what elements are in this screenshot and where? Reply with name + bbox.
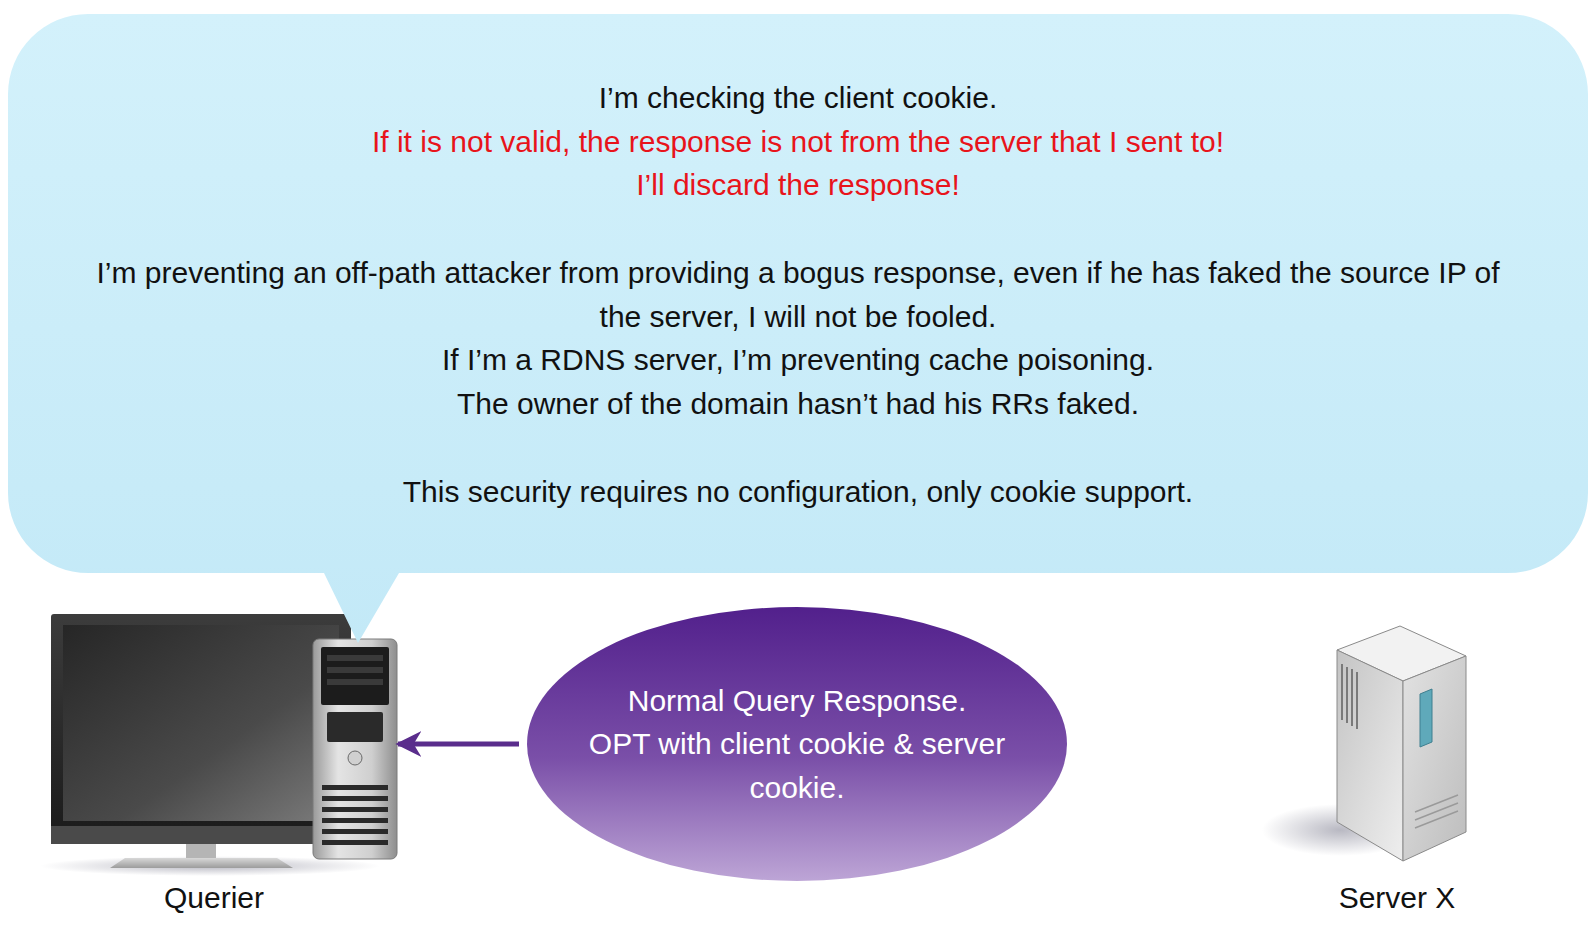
- bubble-text: I’m checking the client cookie.: [48, 76, 1548, 120]
- vent: [322, 796, 388, 801]
- server-vents: [1342, 664, 1357, 729]
- bubble-text: This security requires no configuration,…: [48, 470, 1548, 514]
- vent: [322, 807, 388, 812]
- vent: [322, 840, 388, 845]
- drive-bay: [327, 679, 383, 685]
- computer-node: Querier: [48, 610, 400, 916]
- server-illustration: [1262, 626, 1466, 861]
- monitor-screen: [63, 625, 339, 821]
- bubble-text: I’ll discard the response!: [48, 163, 1548, 207]
- server-node: Server X: [1301, 615, 1493, 916]
- server-lines: [1415, 795, 1458, 828]
- monitor-bezel: [51, 614, 351, 844]
- message-ellipse: Normal Query Response.OPT with client co…: [527, 607, 1067, 881]
- vent: [322, 785, 388, 790]
- bubble-text: The owner of the domain hasn’t had his R…: [48, 382, 1548, 426]
- device-label: Server X: [1301, 880, 1493, 916]
- vent: [322, 829, 388, 834]
- message-title: Normal Query Response.: [628, 679, 966, 723]
- tower-panel: [321, 647, 389, 705]
- monitor-neck: [186, 844, 216, 858]
- ellipse-shape: [527, 607, 1067, 881]
- device-label: Querier: [48, 880, 380, 916]
- tower-port-panel: [327, 712, 383, 742]
- speech-bubble: I’m checking the client cookie.If it is …: [8, 14, 1588, 573]
- drive-bay: [327, 655, 383, 661]
- bubble-shape: [8, 14, 1588, 643]
- bubble-text: If I’m a RDNS server, I’m preventing cac…: [48, 338, 1548, 382]
- monitor-chin: [51, 826, 351, 844]
- server-light: [1420, 689, 1432, 747]
- tower-body: [313, 639, 397, 859]
- bubble-text: If it is not valid, the response is not …: [48, 120, 1548, 164]
- arrow-connector: [398, 742, 519, 747]
- bubble-text: I’m preventing an off-path attacker from…: [83, 251, 1513, 338]
- vent: [322, 818, 388, 823]
- drive-bay: [327, 667, 383, 673]
- server-front: [1337, 650, 1403, 861]
- server-side: [1403, 656, 1466, 861]
- computer-illustration: [40, 614, 397, 876]
- power-button: [348, 751, 362, 765]
- monitor-base: [110, 858, 293, 868]
- message-body: OPT with client cookie & server cookie.: [562, 722, 1032, 809]
